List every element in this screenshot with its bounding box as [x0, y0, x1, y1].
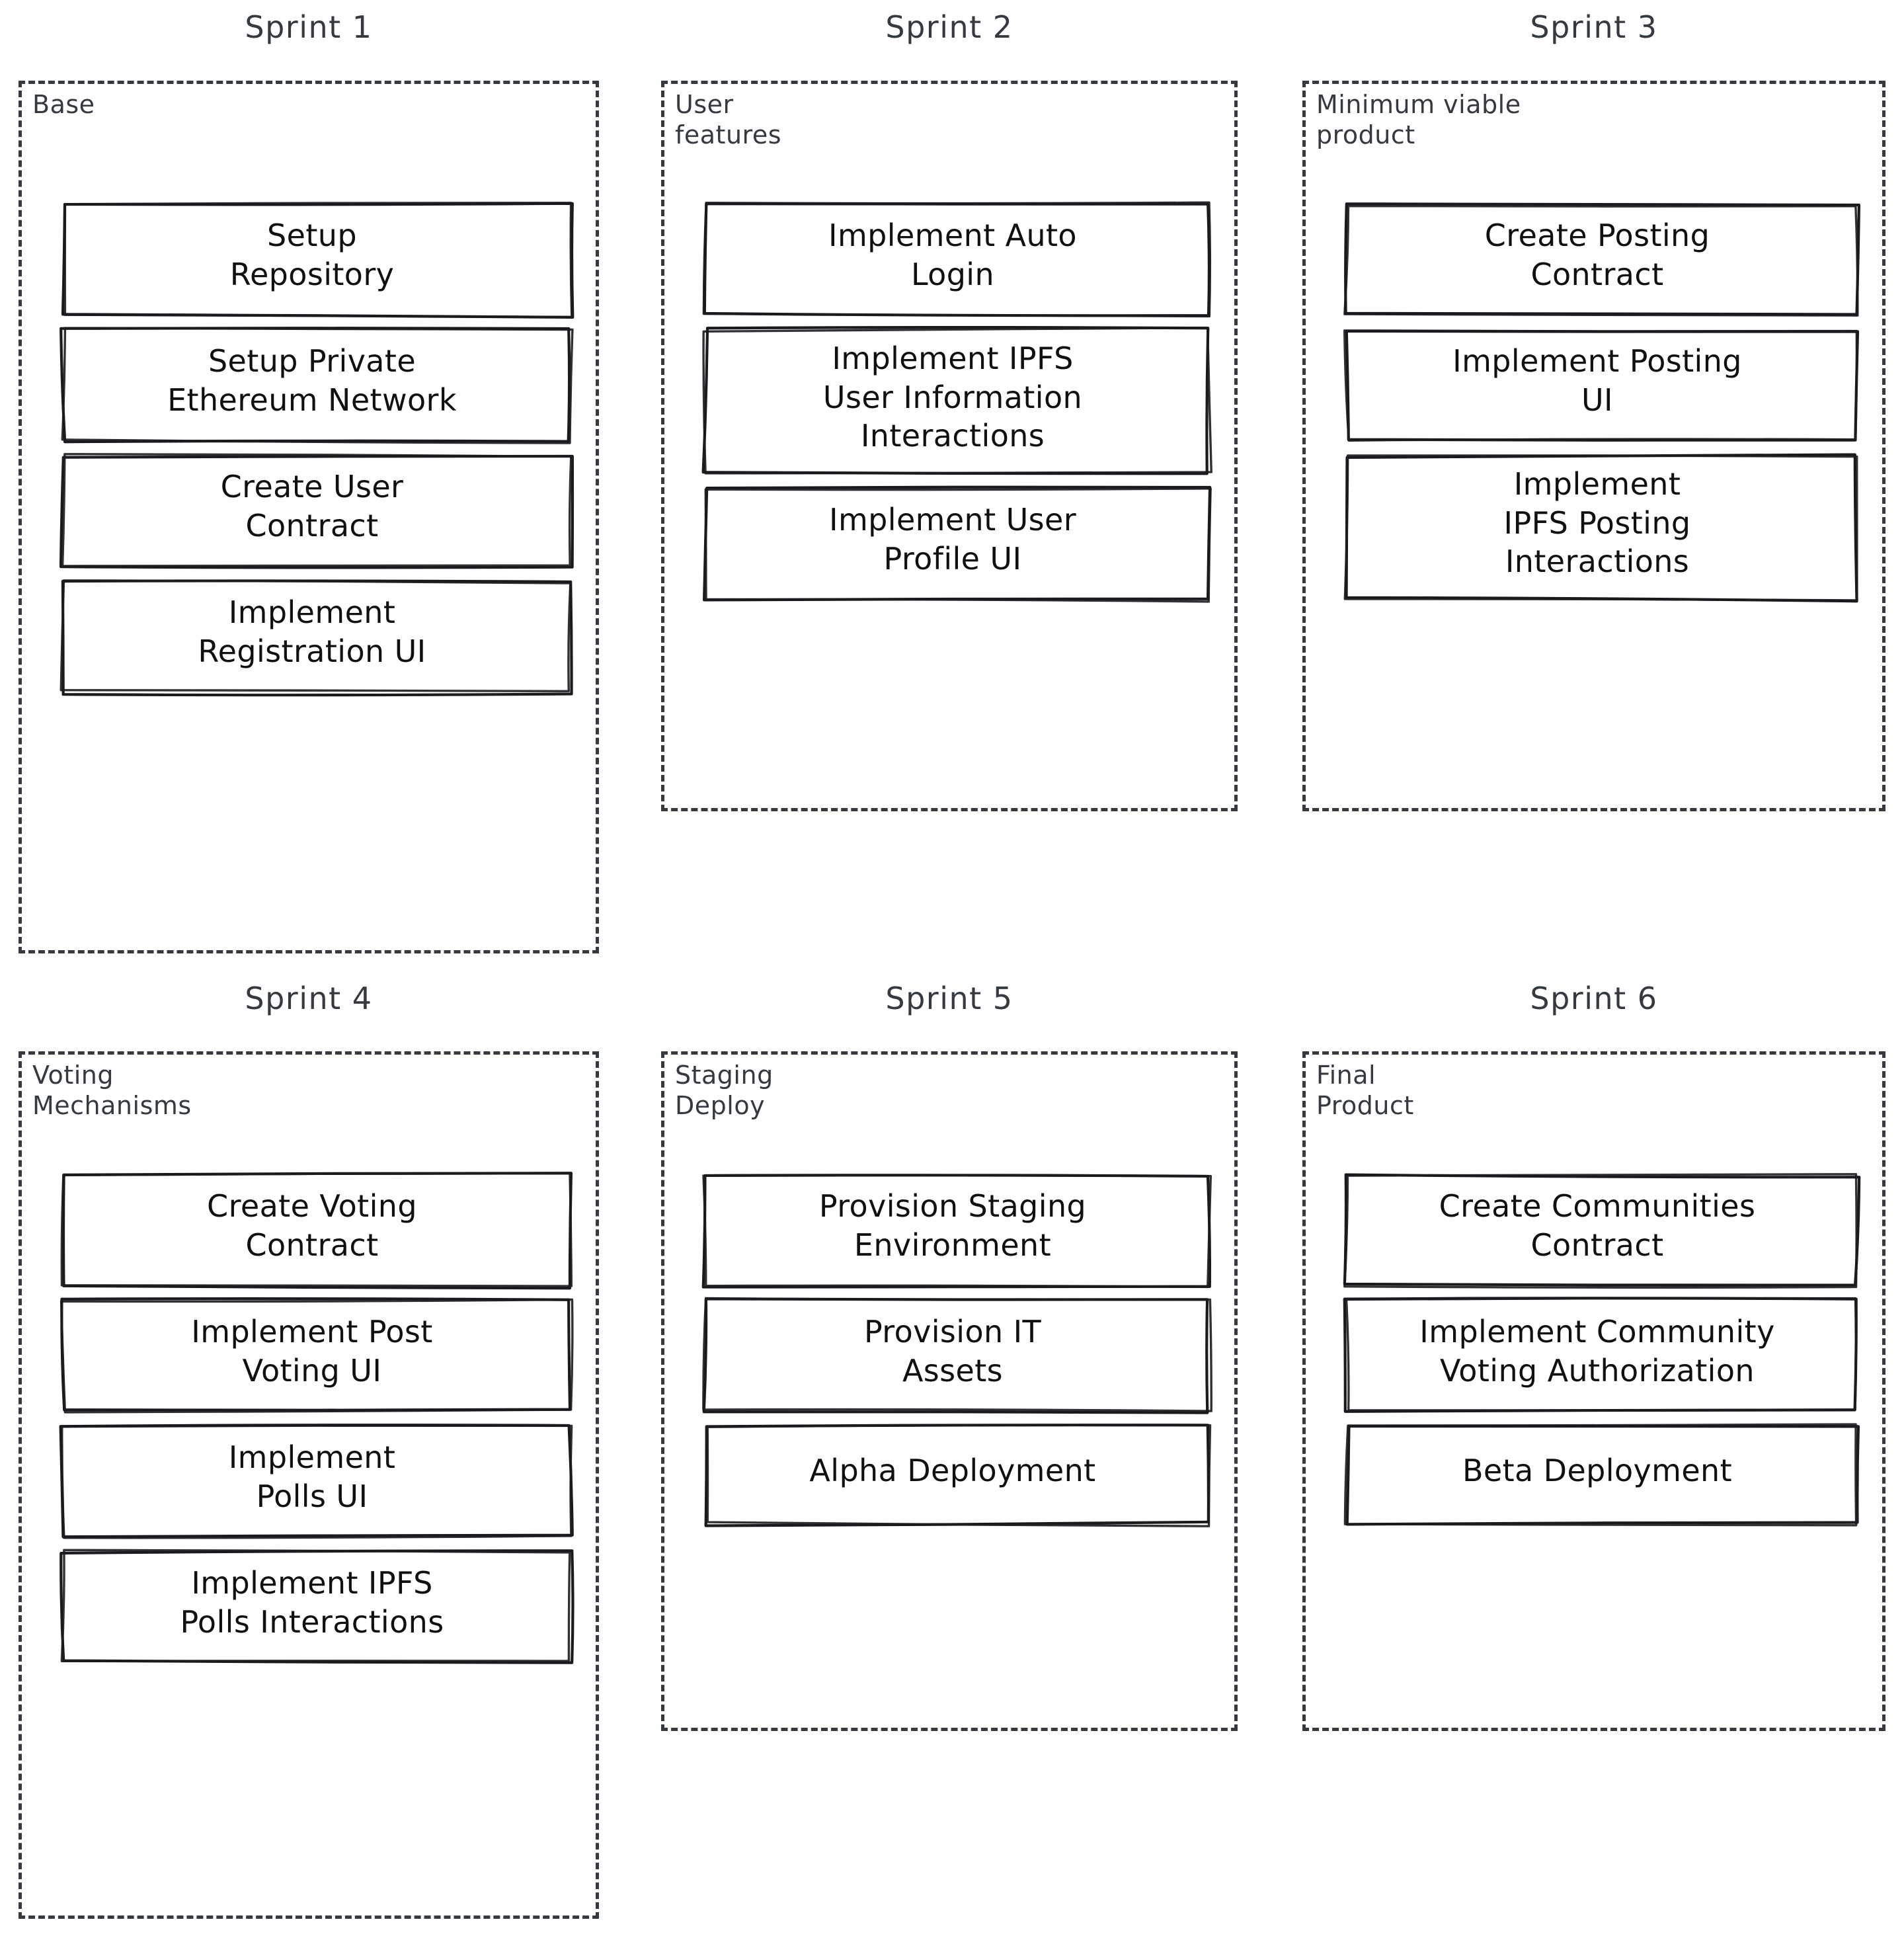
task-card-label: Implement IPFS Posting Interactions — [1503, 465, 1691, 580]
task-card[interactable]: Implement User Profile UI — [701, 484, 1212, 603]
task-card[interactable]: Provision IT Assets — [701, 1296, 1212, 1414]
task-card[interactable]: Implement IPFS Posting Interactions — [1342, 451, 1858, 603]
task-card-label: Create Posting Contract — [1484, 218, 1710, 292]
task-card-label: Beta Deployment — [1462, 1452, 1733, 1488]
task-card[interactable]: Implement Posting UI — [1342, 325, 1860, 442]
task-card[interactable]: Implement Post Voting UI — [58, 1296, 574, 1414]
sprint-title: Sprint 2 — [885, 9, 1013, 45]
task-card-label: Implement Posting UI — [1452, 343, 1742, 418]
task-card[interactable]: Beta Deployment — [1342, 1422, 1860, 1527]
sprint-goal-label: Staging Deploy — [675, 1061, 774, 1121]
task-card-label: Implement IPFS Polls Interactions — [180, 1565, 444, 1640]
task-card[interactable]: Create User Contract — [58, 451, 575, 569]
task-card[interactable]: Implement Registration UI — [58, 577, 573, 697]
task-card-label: Implement Auto Login — [828, 218, 1077, 292]
task-card-label: Alpha Deployment — [809, 1452, 1096, 1488]
task-card-label: Create Voting Contract — [207, 1188, 417, 1263]
task-card[interactable]: Provision Staging Environment — [701, 1170, 1212, 1289]
task-card[interactable]: Create Communities Contract — [1342, 1170, 1861, 1289]
task-card[interactable]: Setup Private Ethereum Network — [58, 325, 574, 444]
sprint-goal-label: Voting Mechanisms — [32, 1061, 192, 1121]
task-card[interactable]: Implement Polls UI — [58, 1422, 574, 1539]
task-card-label: Create Communities Contract — [1439, 1188, 1756, 1263]
task-card[interactable]: Implement IPFS User Information Interact… — [701, 325, 1212, 475]
task-card-label: Implement Community Voting Authorization — [1419, 1314, 1775, 1389]
sprint-goal-label: Base — [32, 90, 95, 119]
sprint-title: Sprint 6 — [1530, 981, 1658, 1016]
sprint-goal-label: User features — [675, 90, 781, 150]
task-card-label: Setup Private Ethereum Network — [167, 343, 457, 418]
sprint-goal-label: Final Product — [1316, 1061, 1414, 1121]
task-card-label: Implement User Profile UI — [828, 502, 1077, 577]
task-card-label: Provision IT Assets — [863, 1314, 1042, 1389]
task-card[interactable]: Create Voting Contract — [58, 1170, 573, 1290]
task-card-label: Implement IPFS User Information Interact… — [822, 340, 1083, 454]
task-card-label: Implement Polls UI — [228, 1439, 396, 1514]
task-card-label: Setup Repository — [229, 218, 395, 292]
task-card-label: Implement Registration UI — [198, 594, 426, 669]
task-card-label: Implement Post Voting UI — [191, 1314, 433, 1389]
sprint-title: Sprint 1 — [245, 9, 373, 45]
task-card[interactable]: Implement IPFS Polls Interactions — [58, 1547, 575, 1664]
task-card[interactable]: Implement Community Voting Authorization — [1342, 1296, 1858, 1413]
task-card[interactable]: Alpha Deployment — [701, 1422, 1212, 1527]
task-card[interactable]: Setup Repository — [58, 200, 575, 319]
sprint-title: Sprint 3 — [1530, 9, 1658, 45]
sprint-goal-label: Minimum viable product — [1316, 90, 1521, 150]
task-card[interactable]: Implement Auto Login — [701, 200, 1212, 318]
task-card-label: Create User Contract — [220, 469, 404, 544]
task-card-label: Provision Staging Environment — [818, 1188, 1087, 1263]
sprint-title: Sprint 4 — [245, 981, 373, 1016]
task-card[interactable]: Create Posting Contract — [1342, 200, 1861, 317]
sprint-title: Sprint 5 — [885, 981, 1013, 1016]
